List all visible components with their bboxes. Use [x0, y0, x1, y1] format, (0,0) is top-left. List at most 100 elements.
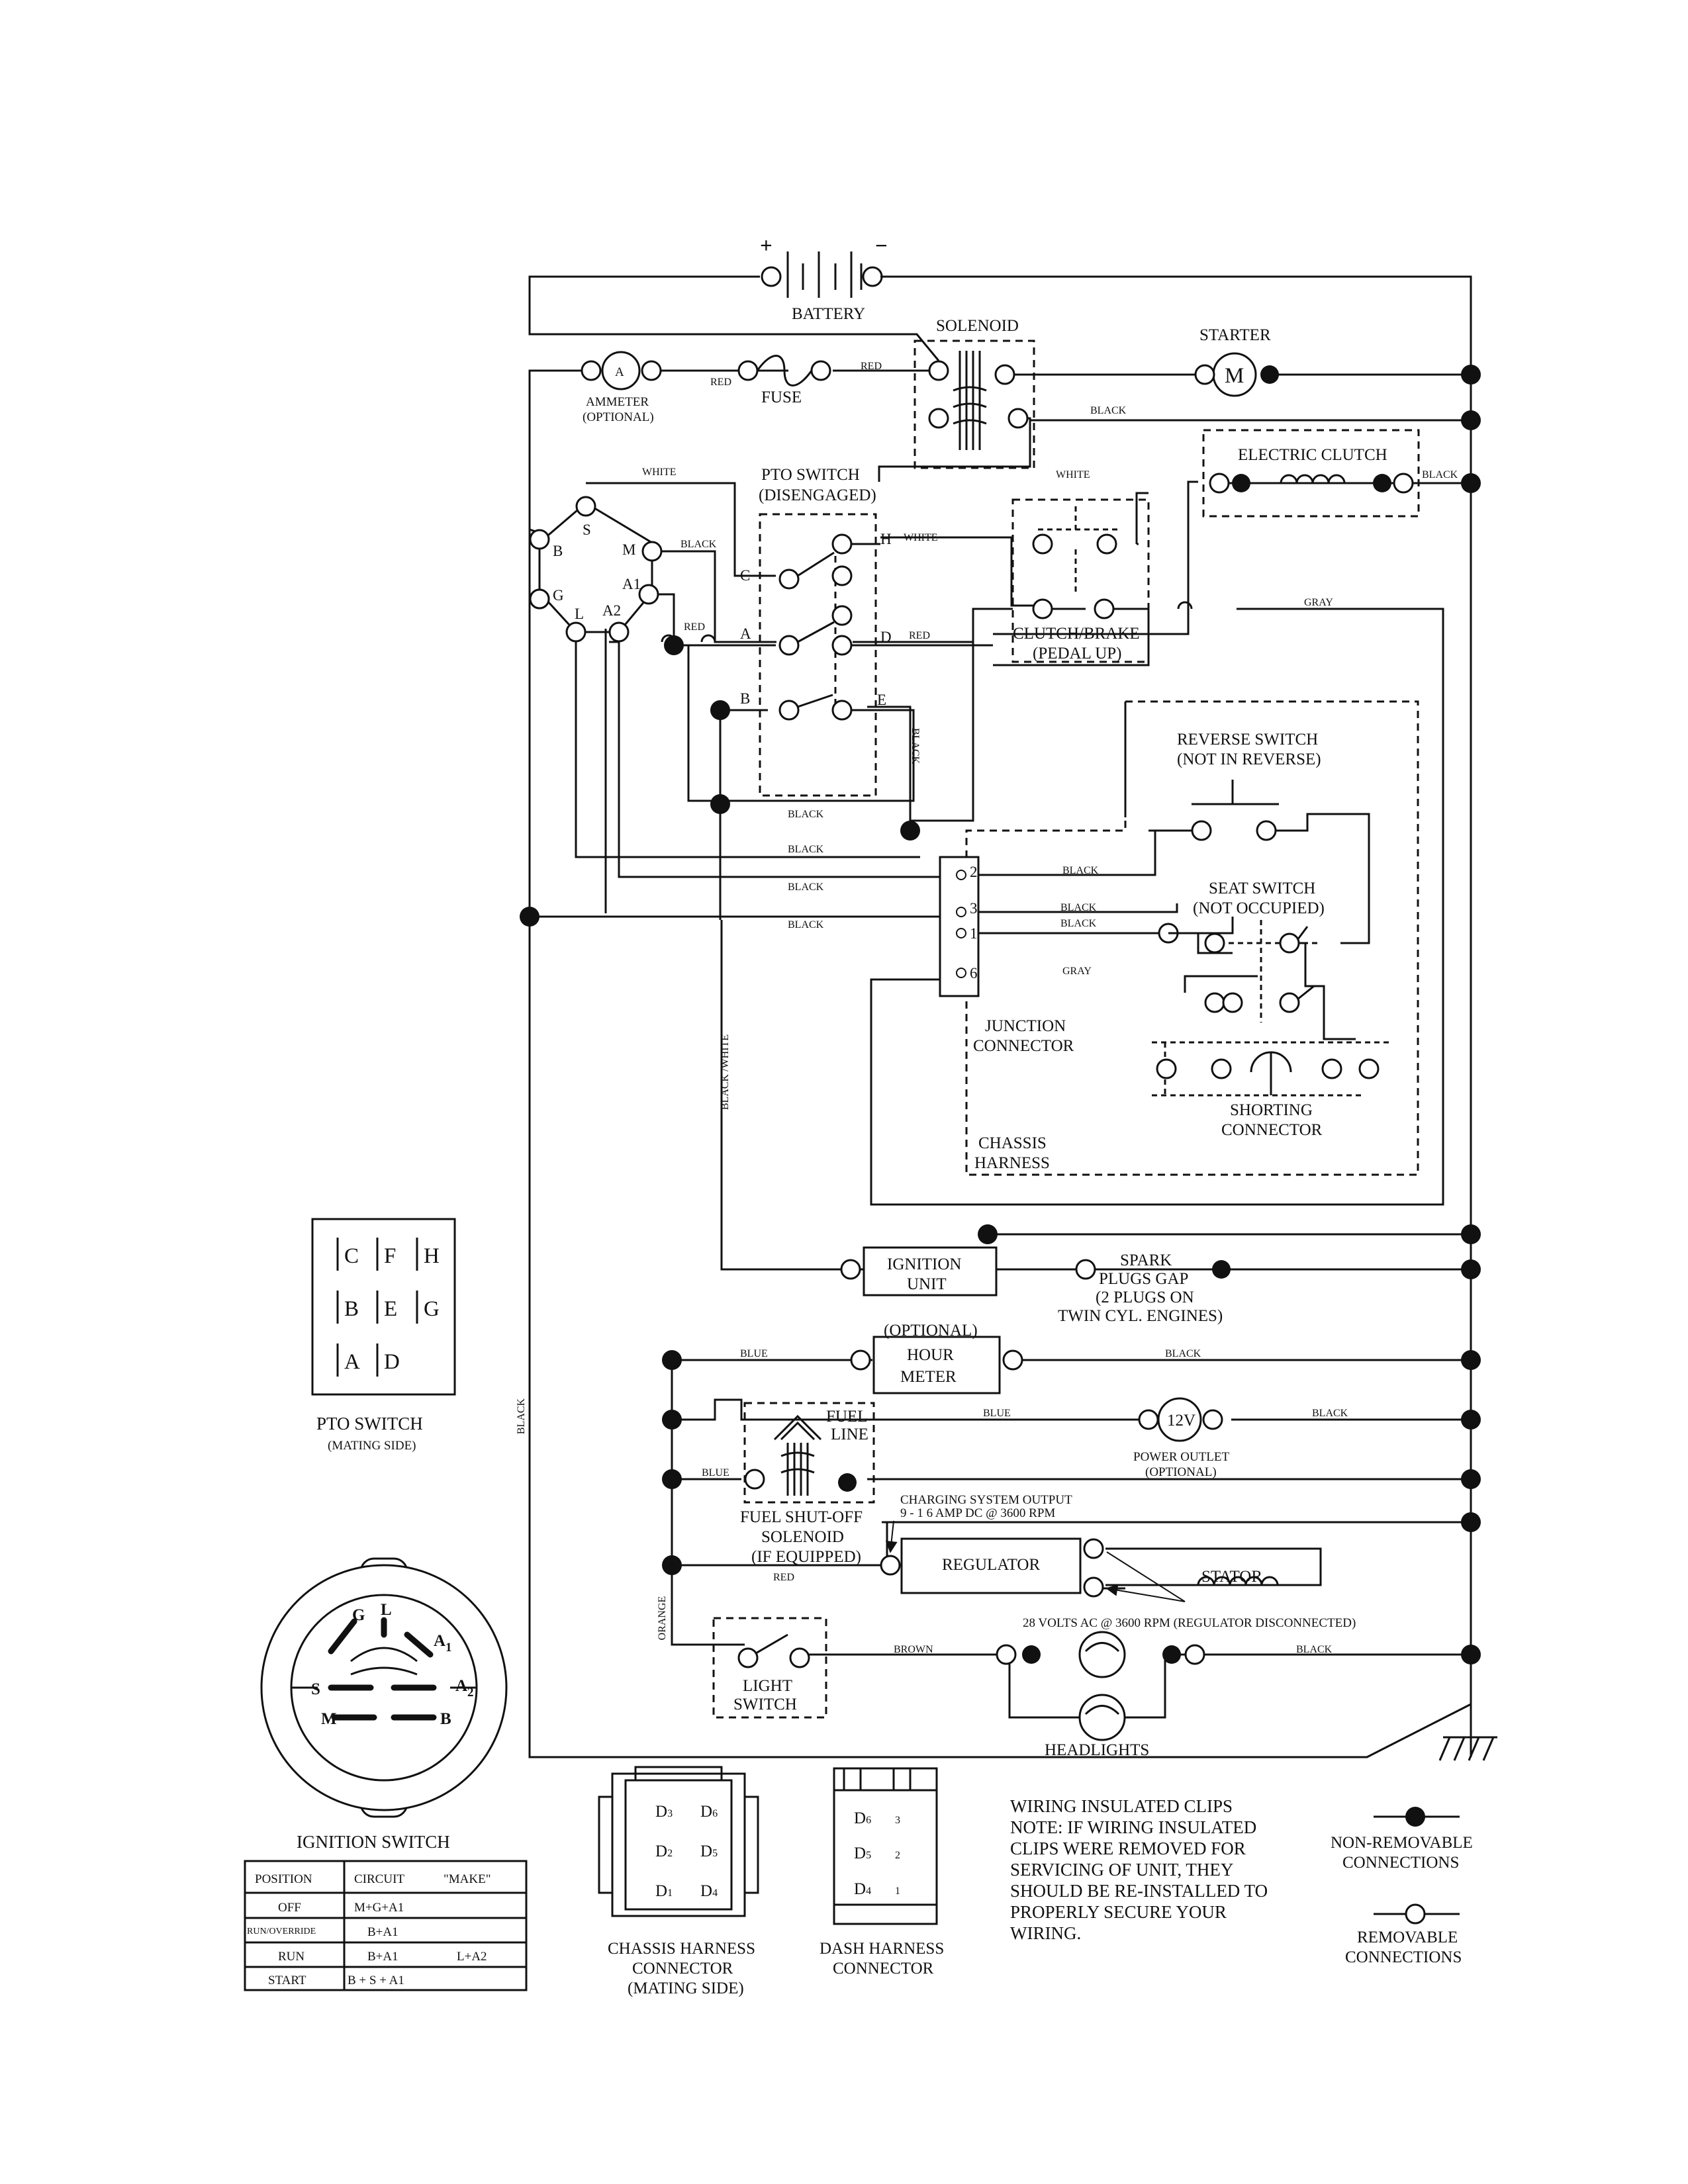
- legend-removable-1: REMOVABLE: [1357, 1929, 1458, 1946]
- wire-black-r3: BLACK: [788, 882, 824, 893]
- chassis-connector-label-2: CONNECTOR: [632, 1960, 733, 1978]
- note-line-1: NOTE: IF WIRING INSULATED: [1010, 1817, 1256, 1837]
- headlights: HEADLIGHTS: [996, 1631, 1205, 1759]
- legend-removable-2: CONNECTIONS: [1345, 1948, 1462, 1966]
- chassis-connector-label-1: CHASSIS HARNESS: [608, 1940, 755, 1958]
- chassis-harness-label-2: HARNESS: [974, 1154, 1050, 1172]
- pto-mating-g: G: [424, 1297, 440, 1321]
- junction-label-1: JUNCTION: [985, 1017, 1066, 1035]
- wire-black-j3: BLACK: [1060, 902, 1097, 913]
- pto-mating-title: PTO SWITCH: [316, 1414, 423, 1433]
- fuel-solenoid-label-3: (IF EQUIPPED): [751, 1548, 861, 1566]
- pto-mating-a: A: [344, 1350, 360, 1374]
- battery: + − BATTERY: [760, 234, 888, 323]
- fuel-solenoid-label-2: SOLENOID: [761, 1528, 844, 1546]
- spark-plugs: SPARK PLUGS GAP (2 PLUGS ON TWIN CYL. EN…: [1058, 1251, 1231, 1325]
- fuel-shutoff-solenoid: FUEL LINE FUEL SHUT-OFF SOLENOID (IF EQU…: [740, 1402, 875, 1566]
- power-outlet-symbol: 12V: [1167, 1412, 1196, 1430]
- dash-pin-d5: D5: [854, 1844, 871, 1862]
- wire-black-r1: BLACK: [788, 809, 824, 820]
- spark-label-1: SPARK: [1120, 1251, 1172, 1269]
- pto-terminal-a: A: [740, 625, 751, 642]
- dash-connector-label-2: CONNECTOR: [833, 1960, 934, 1978]
- ign-terminal-l: L: [575, 606, 584, 622]
- electric-clutch: ELECTRIC CLUTCH: [1202, 429, 1420, 518]
- power-outlet-label: POWER OUTLET: [1133, 1450, 1230, 1464]
- pto-terminal-b: B: [740, 690, 750, 707]
- power-outlet: 12V POWER OUTLET (OPTIONAL): [1133, 1397, 1230, 1479]
- spark-label-3: (2 PLUGS ON: [1096, 1289, 1194, 1306]
- seat-switch-label: SEAT SWITCH: [1209, 880, 1315, 897]
- note-line-2: CLIPS WERE REMOVED FOR: [1010, 1839, 1246, 1858]
- solenoid: SOLENOID: [914, 317, 1035, 469]
- ignition-unit-label-2: UNIT: [907, 1275, 947, 1293]
- ign-face-g: G: [352, 1606, 365, 1624]
- ign-terminal-a2: A2: [602, 602, 621, 619]
- ign-table-r1-circ: B+A1: [367, 1925, 399, 1939]
- wire-gray-1: GRAY: [1304, 597, 1333, 608]
- wire-black-head: BLACK: [1296, 1644, 1333, 1655]
- light-switch-label-1: LIGHT: [743, 1677, 792, 1695]
- regulator: REGULATOR CHARGING SYSTEM OUTPUT 9 - 1 6…: [880, 1493, 1104, 1598]
- ign-face-b: B: [440, 1710, 451, 1728]
- pto-switch-label: PTO SWITCH: [761, 466, 860, 484]
- wire-gray-2: GRAY: [1062, 966, 1092, 977]
- chassis-pin-d3: D3: [655, 1803, 673, 1821]
- chassis-pin-d2: D2: [655, 1843, 673, 1860]
- chassis-harness: CHASSIS HARNESS: [965, 700, 1419, 1176]
- legend-non-removable-2: CONNECTIONS: [1342, 1854, 1459, 1872]
- pto-switch-state: (DISENGAGED): [759, 486, 876, 504]
- pto-terminal-e: E: [877, 692, 886, 708]
- ignition-switch-title: IGNITION SWITCH: [297, 1832, 450, 1852]
- wire-black-sol: BLACK: [1090, 405, 1127, 416]
- wire-blue-3: BLUE: [702, 1467, 729, 1479]
- clutch-brake-state: (PEDAL UP): [1033, 645, 1122, 662]
- legend: NON-REMOVABLE CONNECTIONS REMOVABLE CONN…: [1331, 1807, 1473, 1966]
- hour-meter: (OPTIONAL) HOUR METER: [850, 1322, 1023, 1394]
- ign-table-r2-make: L+A2: [457, 1950, 487, 1964]
- ign-table-r0-circ: M+G+A1: [354, 1901, 404, 1915]
- ign-table-r3-circ: B + S + A1: [348, 1974, 404, 1987]
- ign-table-r2-circ: B+A1: [367, 1950, 399, 1964]
- pto-terminal-d: D: [880, 629, 892, 645]
- dash-pin-3: 3: [895, 1815, 900, 1826]
- ignition-table: POSITION CIRCUIT "MAKE" OFF M+G+A1 RUN/O…: [244, 1860, 528, 1991]
- stator: STATOR 28 VOLTS AC @ 3600 RPM (REGULATOR…: [1023, 1551, 1356, 1630]
- wire-blue-2: BLUE: [983, 1408, 1011, 1419]
- chassis-pin-d6: D6: [700, 1803, 718, 1821]
- wire-black-clutch: BLACK: [1422, 469, 1458, 480]
- ign-table-r1-pos: RUN/OVERRIDE: [247, 1927, 316, 1936]
- pto-terminal-c: C: [740, 567, 750, 584]
- clutch-brake-label: CLUTCH/BRAKE: [1013, 625, 1140, 643]
- wire-blue-1: BLUE: [740, 1348, 768, 1359]
- wire-orange: ORANGE: [657, 1596, 668, 1641]
- ign-face-a2: A: [455, 1677, 467, 1695]
- dash-pin-2: 2: [895, 1850, 900, 1861]
- fuse-label: FUSE: [761, 388, 802, 406]
- light-switch: LIGHT SWITCH: [712, 1617, 827, 1719]
- chassis-harness-connector: D3 D2 D1 D6 D5 D4 CHASSIS HARNESS CONNEC…: [598, 1766, 759, 1997]
- light-switch-label-2: SWITCH: [733, 1696, 797, 1713]
- reverse-switch-label: REVERSE SWITCH: [1177, 731, 1318, 749]
- wire-red-3: RED: [684, 621, 705, 633]
- ammeter: A AMMETER (OPTIONAL): [581, 351, 662, 424]
- wire-black-outlet: BLACK: [1312, 1408, 1348, 1419]
- ign-table-r0-pos: OFF: [278, 1901, 301, 1915]
- dash-harness-connector: D6 D5 D4 3 2 1 DASH HARNESS CONNECTOR: [820, 1767, 944, 1978]
- wire-white-1: WHITE: [642, 467, 677, 478]
- shorting-label-1: SHORTING: [1230, 1101, 1313, 1119]
- junction-label-2: CONNECTOR: [973, 1037, 1074, 1055]
- legend-non-removable-dot: [1405, 1807, 1425, 1827]
- battery-label: BATTERY: [792, 305, 865, 323]
- pto-mating-f: F: [384, 1244, 396, 1268]
- legend-non-removable-1: NON-REMOVABLE: [1331, 1834, 1473, 1852]
- junction-pin-1: 1: [970, 925, 978, 942]
- ignition-unit: IGNITION UNIT: [840, 1246, 998, 1297]
- ign-face-a2-sub: 2: [467, 1686, 474, 1700]
- hour-meter-optional: (OPTIONAL): [884, 1322, 978, 1340]
- shorting-label-2: CONNECTOR: [1221, 1121, 1323, 1139]
- ignition-switch-terminals: S B G L A2 A1 M: [529, 496, 663, 643]
- starter: M STARTER: [1194, 326, 1279, 397]
- dash-pin-1: 1: [895, 1886, 900, 1897]
